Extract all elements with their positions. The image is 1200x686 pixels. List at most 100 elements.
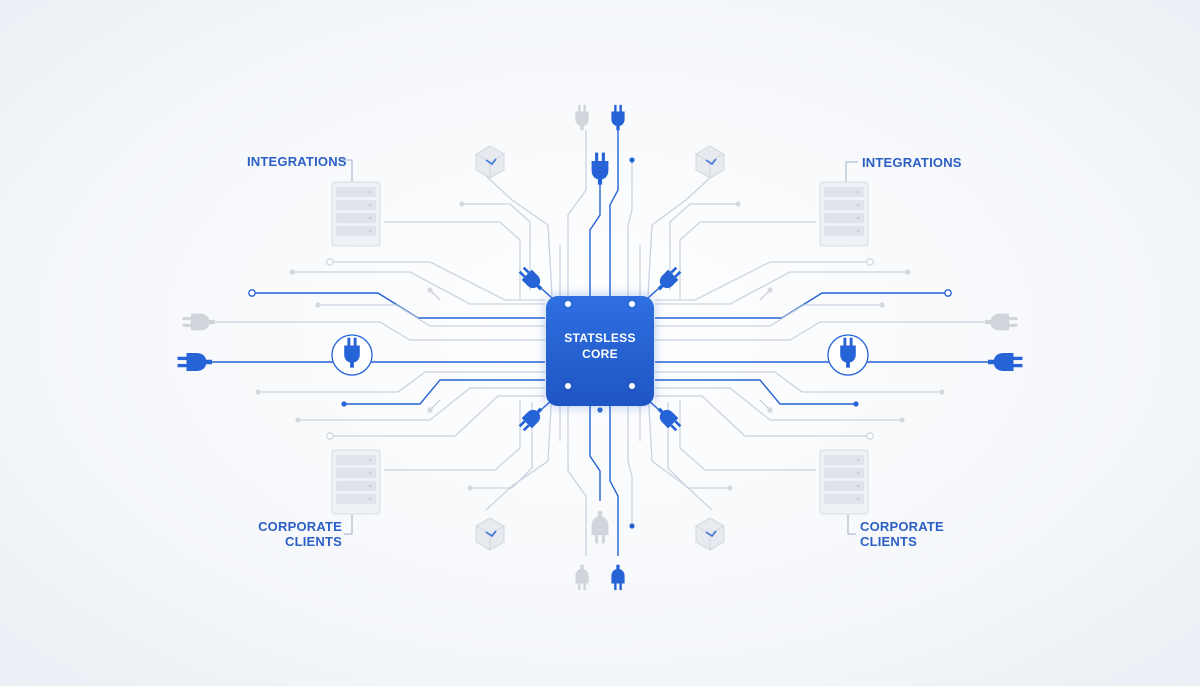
plug-icon-shape bbox=[591, 511, 609, 544]
plug-icon bbox=[611, 564, 625, 591]
bottom-wire-4 bbox=[485, 389, 553, 511]
cube-icon bbox=[695, 145, 725, 179]
plug-icon bbox=[988, 353, 1023, 371]
core-chip bbox=[546, 296, 654, 406]
plug-icon bbox=[985, 313, 1018, 331]
server-rack-icon-shape bbox=[819, 181, 869, 247]
corporate-clients-left-line1: CORPORATE bbox=[258, 519, 342, 534]
corporate-clients-right-line2: CLIENTS bbox=[860, 534, 918, 549]
top-wire-3 bbox=[627, 160, 633, 296]
right-wire-2 bbox=[655, 271, 908, 305]
right-wire-1 bbox=[655, 292, 948, 319]
right-wire-11 bbox=[669, 203, 738, 290]
right-node-1 bbox=[944, 289, 952, 297]
left-node-6 bbox=[255, 389, 261, 395]
cube-icon-shape bbox=[475, 517, 505, 551]
corporate-right-leader bbox=[847, 514, 856, 535]
right-node-11 bbox=[735, 201, 741, 207]
right-node-3 bbox=[879, 302, 885, 308]
core-pin-0 bbox=[565, 301, 571, 307]
left-wire-2 bbox=[292, 271, 545, 305]
left-node-11 bbox=[459, 201, 465, 207]
cube-icon-shape bbox=[475, 145, 505, 179]
bottom-wire-1 bbox=[589, 390, 601, 501]
left-wire-13 bbox=[470, 402, 533, 489]
left-node-14 bbox=[427, 287, 433, 293]
right-wire-6 bbox=[655, 371, 942, 393]
integrations-left-label: INTEGRATIONS bbox=[247, 154, 347, 169]
top-wire-1 bbox=[589, 185, 601, 296]
right-wire-12 bbox=[679, 400, 816, 471]
bottom-wire-5 bbox=[647, 389, 713, 511]
left-wire-7 bbox=[344, 379, 545, 405]
right-node-2 bbox=[905, 269, 911, 275]
plug-icon bbox=[182, 313, 215, 331]
core-label-line1: STATSLESS bbox=[564, 331, 636, 345]
server-rack-icon bbox=[331, 449, 381, 515]
left-wire-3 bbox=[318, 304, 545, 327]
server-rack-icon bbox=[819, 449, 869, 515]
plug-icon-shape bbox=[611, 564, 625, 591]
right-node-13 bbox=[727, 485, 733, 491]
cube-icon bbox=[695, 517, 725, 551]
core-bottom-node bbox=[597, 407, 603, 413]
top-wire-0 bbox=[567, 130, 587, 296]
server-rack-icon bbox=[331, 181, 381, 247]
plug-icon-shape bbox=[988, 353, 1023, 371]
left-node-2 bbox=[289, 269, 295, 275]
top-wire-4 bbox=[485, 175, 553, 297]
top-node-3 bbox=[629, 157, 635, 163]
left-wire-11 bbox=[462, 203, 531, 290]
plug-icon bbox=[611, 104, 625, 131]
left-wire-1 bbox=[252, 292, 545, 319]
core-label-line2: CORE bbox=[582, 347, 618, 361]
corporate-clients-right-label: CORPORATE CLIENTS bbox=[860, 519, 944, 549]
right-node-7 bbox=[853, 401, 859, 407]
core-pin-2 bbox=[565, 383, 571, 389]
right-wire-13 bbox=[667, 402, 730, 489]
corporate-clients-left-line2: CLIENTS bbox=[284, 534, 342, 549]
right-wire-10 bbox=[679, 221, 816, 300]
left-wire-12 bbox=[384, 400, 521, 471]
plug-icon-shape bbox=[575, 104, 589, 131]
right-wire-7 bbox=[655, 379, 856, 405]
server-rack-icon-shape bbox=[331, 181, 381, 247]
integrations-right-label: INTEGRATIONS bbox=[862, 155, 962, 170]
right-wire-4 bbox=[655, 321, 995, 341]
left-wire-0 bbox=[330, 261, 545, 301]
right-wire-0 bbox=[655, 261, 870, 301]
server-rack-icon-shape bbox=[819, 449, 869, 515]
bottom-node-3 bbox=[629, 523, 635, 529]
plug-icon-shape bbox=[182, 313, 215, 331]
plug-icon-shape bbox=[611, 104, 625, 131]
plug-icon-shape bbox=[985, 313, 1018, 331]
plug-icon bbox=[591, 152, 609, 185]
right-node-6 bbox=[939, 389, 945, 395]
plug-icon-shape bbox=[591, 152, 609, 185]
right-node-8 bbox=[899, 417, 905, 423]
integrations-left-leader bbox=[340, 159, 353, 182]
right-wire-3 bbox=[655, 304, 882, 327]
plug-icon-shape bbox=[653, 264, 684, 295]
right-node-9 bbox=[866, 432, 874, 440]
plug-icon bbox=[591, 511, 609, 544]
left-wire-10 bbox=[384, 221, 521, 300]
right-wire-8 bbox=[655, 387, 902, 421]
left-node-1 bbox=[248, 289, 256, 297]
left-wire-4 bbox=[205, 321, 545, 341]
right-node-0 bbox=[866, 258, 874, 266]
plug-icon bbox=[575, 564, 589, 591]
integrations-right-leader bbox=[845, 161, 858, 182]
left-wire-9 bbox=[330, 395, 545, 437]
right-node-14 bbox=[767, 287, 773, 293]
left-node-8 bbox=[295, 417, 301, 423]
bottom-wire-3 bbox=[627, 390, 633, 526]
plug-icon-shape bbox=[516, 264, 547, 295]
cube-icon bbox=[475, 517, 505, 551]
server-rack-icon-shape bbox=[331, 449, 381, 515]
left-node-3 bbox=[315, 302, 321, 308]
left-node-13 bbox=[467, 485, 473, 491]
corporate-left-leader bbox=[344, 514, 353, 535]
bottom-wire-0 bbox=[567, 390, 587, 556]
